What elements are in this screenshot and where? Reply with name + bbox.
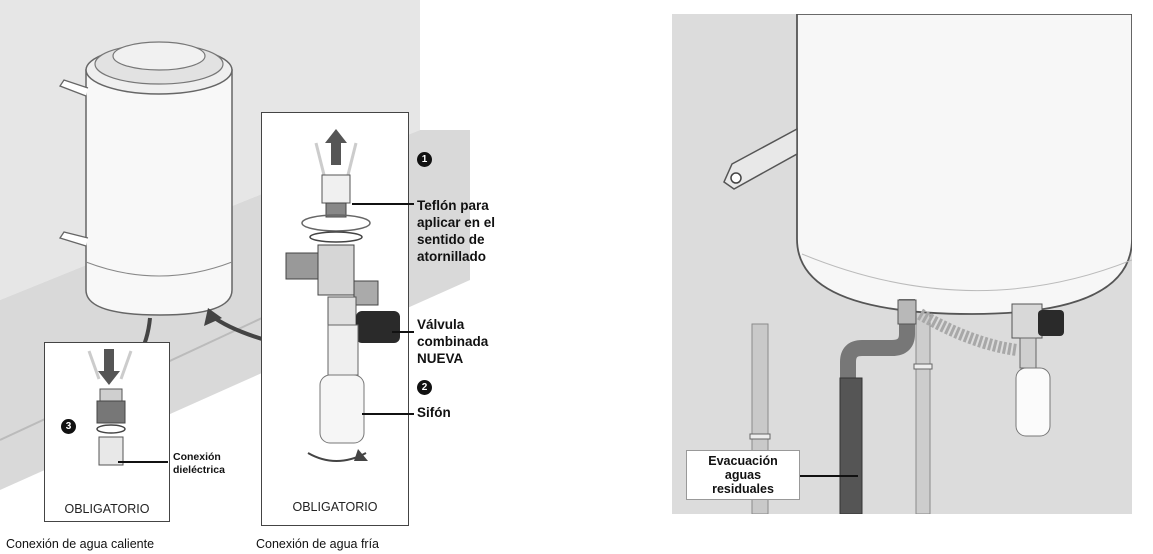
combined-valve-callout: Válvula combinada NUEVA bbox=[417, 317, 489, 366]
cold-connection-illustration bbox=[285, 129, 400, 462]
hot-connection-illustration bbox=[87, 349, 133, 466]
water-heater-tank bbox=[58, 41, 233, 316]
dielectric-connection-callout: Conexión dieléctrica bbox=[173, 451, 225, 476]
step-2-badge: 2 bbox=[417, 380, 432, 395]
water-heater-tank-bottom bbox=[796, 14, 1132, 315]
step-1-badge: 1 bbox=[417, 152, 432, 167]
wastewater-drain-callout: Evacuación aguas residuales bbox=[686, 450, 800, 500]
siphon-callout: Sifón bbox=[417, 405, 451, 420]
cold-water-caption: Conexión de agua fría bbox=[256, 537, 380, 551]
right-drain-scene bbox=[672, 14, 1132, 514]
step-3-badge: 3 bbox=[61, 419, 76, 434]
cold-obligatory-label: OBLIGATORIO bbox=[292, 500, 378, 514]
cold-water-detail-box: OBLIGATORIO bbox=[261, 112, 409, 526]
wall-bracket bbox=[723, 127, 798, 190]
valve-leader-line bbox=[392, 331, 414, 333]
dielectric-leader-line bbox=[118, 461, 168, 463]
drain-installation-illustration bbox=[672, 14, 1132, 514]
drain-leader-line bbox=[798, 475, 858, 477]
teflon-callout: Teflón para aplicar en el sentido de ato… bbox=[417, 198, 496, 264]
hot-water-caption: Conexión de agua caliente bbox=[6, 537, 155, 551]
teflon-leader-line bbox=[352, 203, 414, 205]
hot-obligatory-label: OBLIGATORIO bbox=[64, 502, 150, 516]
siphon-leader-line bbox=[362, 413, 414, 415]
hot-water-detail-box: 3 OBLIGATORIO bbox=[44, 342, 170, 522]
